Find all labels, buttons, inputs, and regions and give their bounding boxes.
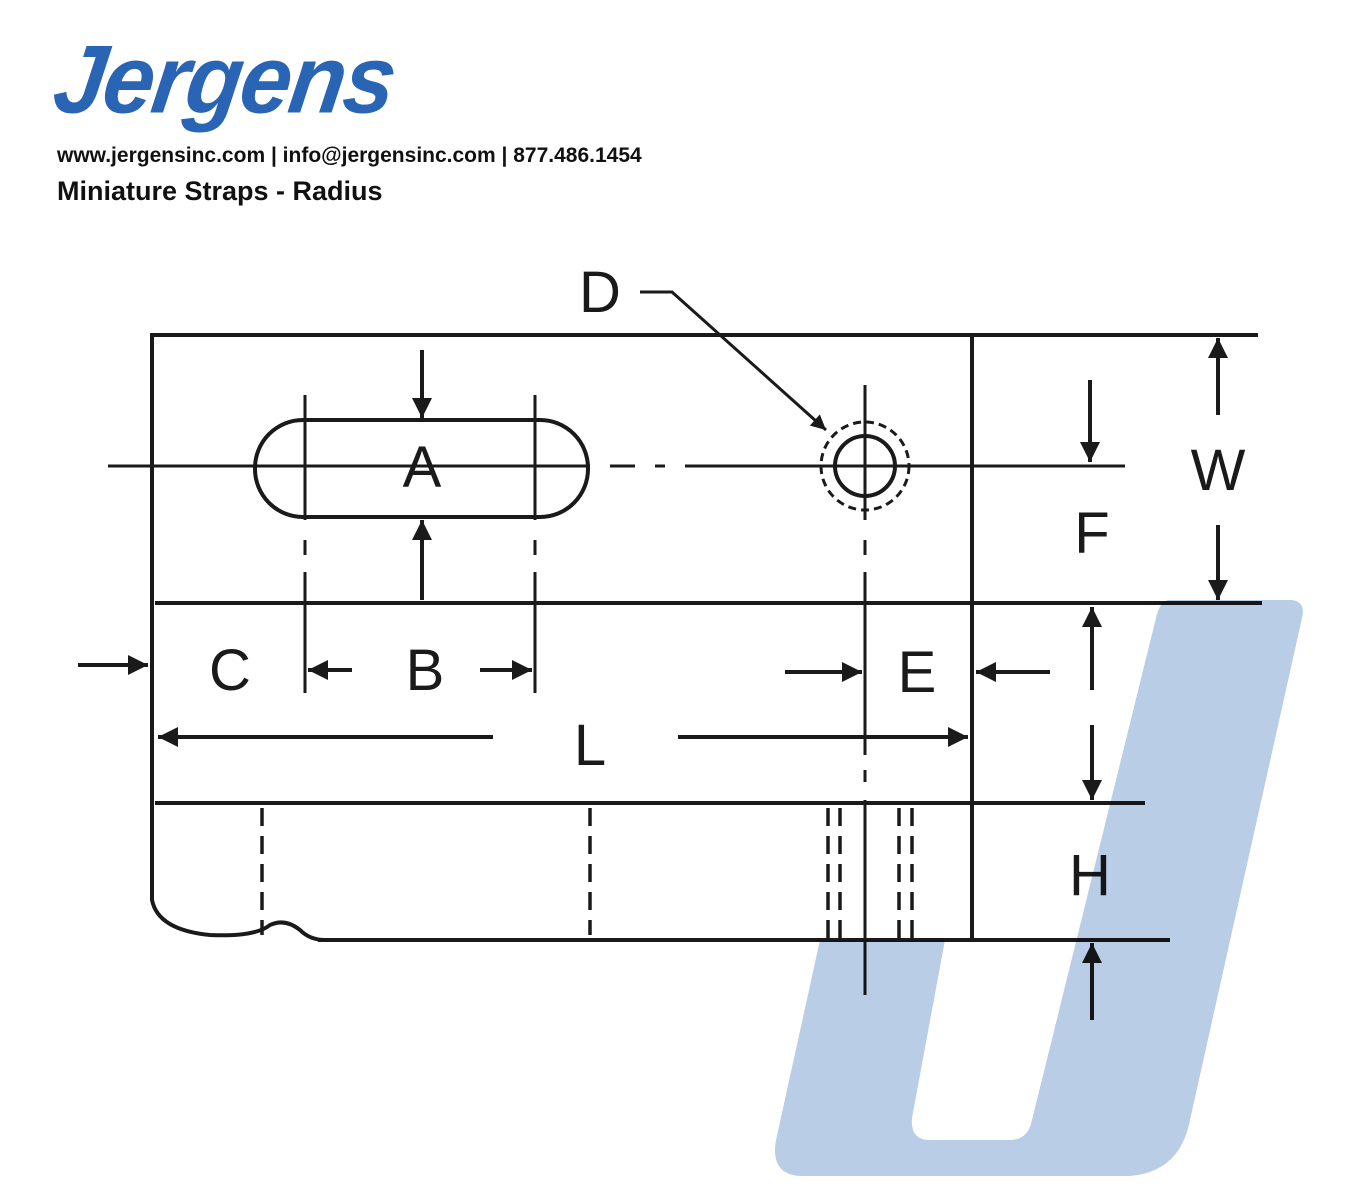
product-title: Miniature Straps - Radius [57, 176, 383, 206]
label-w: W [1191, 438, 1246, 503]
dim-d-leader [640, 290, 828, 432]
watermark-j-shape [775, 600, 1303, 1176]
label-a: A [403, 435, 442, 500]
label-e: E [898, 640, 937, 705]
slot-extension-lines [303, 395, 537, 693]
label-d: D [579, 260, 621, 325]
label-b: B [406, 638, 445, 703]
label-l: L [574, 713, 606, 778]
label-f: F [1074, 501, 1109, 566]
slot [253, 418, 590, 519]
hidden-lines [260, 808, 914, 938]
contact-line: www.jergensinc.com | info@jergensinc.com… [57, 144, 642, 167]
label-c: C [209, 638, 251, 703]
label-h: H [1069, 843, 1111, 908]
left-edge [150, 335, 326, 942]
